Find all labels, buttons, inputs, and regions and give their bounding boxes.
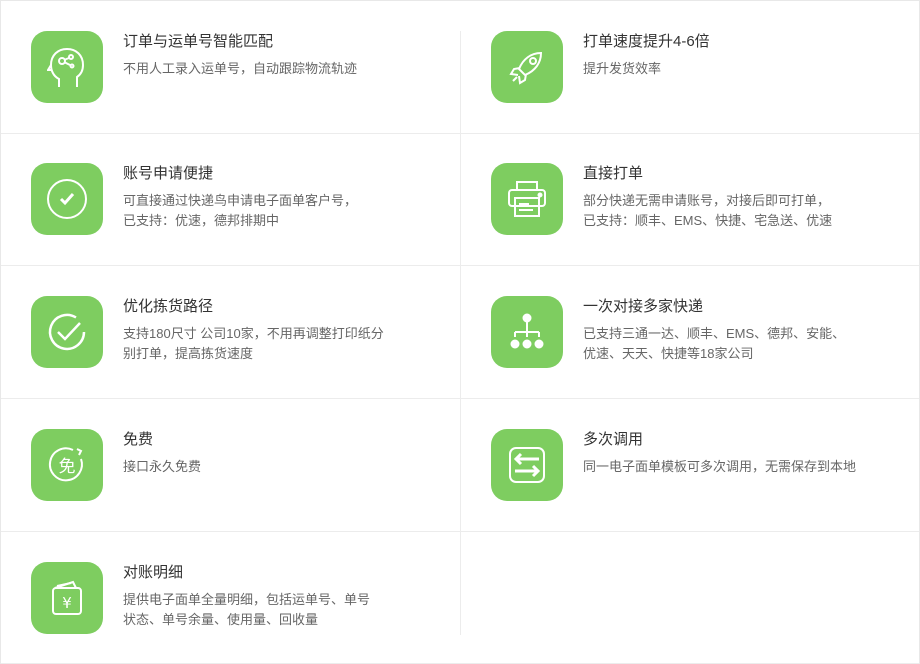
feature-title: 对账明细	[123, 564, 184, 581]
description-line: 优速、天天、快捷等18家公司	[583, 346, 754, 361]
feature-title: 一次对接多家快递	[583, 298, 704, 315]
feature-item: 订单与运单号智能匹配不用人工录入运单号，自动跟踪物流轨迹	[1, 1, 460, 133]
feature-description: 支持180尺寸 公司10家，不用再调整打印纸分别打单，提高拣货速度	[123, 324, 423, 364]
feature-description: 可直接通过快递鸟申请电子面单客户号， 已支持：优速，德邦排期中	[123, 191, 423, 231]
feature-item: 账号申请便捷可直接通过快递鸟申请电子面单客户号， 已支持：优速，德邦排期中	[1, 133, 460, 265]
rocket-icon	[491, 31, 563, 103]
feature-item: 一次对接多家快递已支持三通一达、顺丰、EMS、德邦、安能、优速、天天、快捷等18…	[461, 266, 920, 398]
free-badge-icon: 免	[31, 429, 103, 501]
description-line: 状态、单号余量、使用量、回收量	[123, 612, 319, 627]
head-brain-icon	[31, 31, 103, 103]
check-circle-large-icon	[31, 296, 103, 368]
feature-item: ¥ 对账明细提供电子面单全量明细，包括运单号、单号状态、单号余量、使用量、回收量	[1, 532, 460, 664]
description-line: 提升发货效率	[583, 61, 662, 76]
svg-text:免: 免	[59, 457, 76, 477]
printer-icon	[491, 163, 563, 235]
description-line: 别打单，提高拣货速度	[123, 346, 254, 361]
description-line: 已支持三通一达、顺丰、EMS、德邦、安能、	[583, 326, 846, 341]
description-line: 部分快递无需申请账号，对接后即可打单，	[583, 193, 831, 208]
feature-description: 接口永久免费	[123, 457, 423, 477]
feature-description: 同一电子面单模板可多次调用，无需保存到本地	[583, 457, 883, 477]
feature-item: 优化拣货路径支持180尺寸 公司10家，不用再调整打印纸分别打单，提高拣货速度	[1, 266, 460, 398]
description-line: 可直接通过快递鸟申请电子面单客户号，	[123, 193, 358, 208]
hierarchy-icon	[491, 296, 563, 368]
feature-title: 免费	[123, 431, 154, 448]
feature-description: 不用人工录入运单号，自动跟踪物流轨迹	[123, 59, 423, 79]
description-line: 支持180尺寸 公司10家，不用再调整打印纸分	[123, 326, 384, 341]
description-line: 提供电子面单全量明细，包括运单号、单号	[123, 592, 371, 607]
description-line: 不用人工录入运单号，自动跟踪物流轨迹	[123, 61, 358, 76]
column-divider	[460, 31, 461, 635]
feature-description: 部分快递无需申请账号，对接后即可打单， 已支持：顺丰、EMS、快捷、宅急送、优速	[583, 191, 883, 231]
feature-item: 多次调用同一电子面单模板可多次调用，无需保存到本地	[461, 399, 920, 531]
feature-item: 直接打单部分快递无需申请账号，对接后即可打单， 已支持：顺丰、EMS、快捷、宅急送…	[461, 133, 920, 265]
feature-title: 订单与运单号智能匹配	[123, 33, 274, 50]
feature-description: 提升发货效率	[583, 59, 883, 79]
description-line: 接口永久免费	[123, 459, 202, 474]
feature-title: 多次调用	[583, 431, 644, 448]
wallet-yen-icon: ¥	[31, 562, 103, 634]
feature-item: 免 免费接口永久免费	[1, 399, 460, 531]
swap-arrows-icon	[491, 429, 563, 501]
feature-title: 打单速度提升4-6倍	[583, 33, 710, 50]
feature-description: 已支持三通一达、顺丰、EMS、德邦、安能、优速、天天、快捷等18家公司	[583, 324, 883, 364]
description-line: 已支持：顺丰、EMS、快捷、宅急送、优速	[583, 213, 833, 228]
description-line: 已支持：优速，德邦排期中	[123, 213, 280, 228]
feature-description: 提供电子面单全量明细，包括运单号、单号状态、单号余量、使用量、回收量	[123, 590, 423, 630]
feature-title: 优化拣货路径	[123, 298, 214, 315]
feature-title: 账号申请便捷	[123, 165, 214, 182]
feature-title: 直接打单	[583, 165, 644, 182]
description-line: 同一电子面单模板可多次调用，无需保存到本地	[583, 459, 857, 474]
check-circle-icon	[31, 163, 103, 235]
feature-item: 打单速度提升4-6倍提升发货效率	[461, 1, 920, 133]
svg-text:¥: ¥	[62, 594, 72, 612]
